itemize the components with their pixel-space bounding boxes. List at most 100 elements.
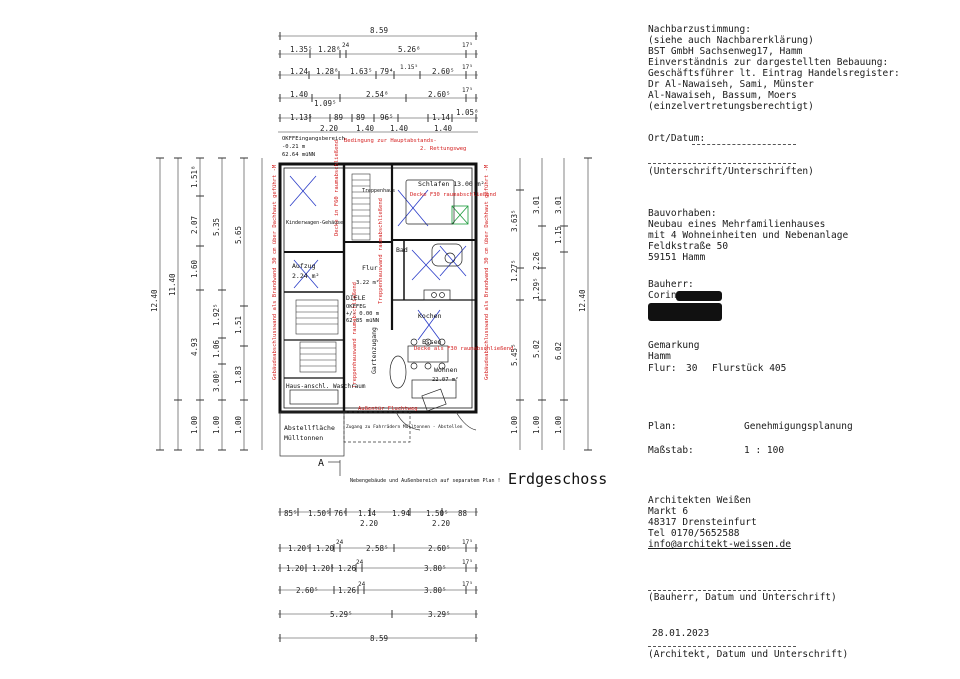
architect-block: Architekten Weißen Markt 6 48317 Drenste… <box>648 495 791 550</box>
svg-text:1.28⁸: 1.28⁸ <box>318 45 341 54</box>
svg-text:17⁵: 17⁵ <box>462 559 473 566</box>
room-schlafen: Schlafen 13.00 m² <box>418 180 485 188</box>
svg-text:Bedingung zur Hauptabstands-: Bedingung zur Hauptabstands- <box>344 138 437 144</box>
svg-text:62.85 müNN: 62.85 müNN <box>346 318 379 324</box>
svg-text:3.63⁵: 3.63⁵ <box>510 209 519 232</box>
plan-label: Plan: <box>648 421 677 432</box>
dimension-lines-right <box>516 157 592 451</box>
svg-text:79⁴: 79⁴ <box>380 67 394 76</box>
svg-text:1.20: 1.20 <box>286 564 305 573</box>
svg-text:24: 24 <box>342 42 350 49</box>
staircase <box>295 173 371 373</box>
svg-text:Außentür Fluchtweg: Außentür Fluchtweg <box>358 406 418 412</box>
svg-text:2. Rettungsweg: 2. Rettungsweg <box>420 146 466 152</box>
svg-text:1.00: 1.00 <box>212 415 221 434</box>
scale-value: 1 : 100 <box>744 445 785 456</box>
blue-markings <box>289 175 467 341</box>
svg-text:2.20: 2.20 <box>320 124 339 133</box>
outbuilding-note: Nebengebäude und Außenbereich auf separa… <box>350 478 501 484</box>
ort-datum-line <box>692 144 796 145</box>
signature-label-neighbour: (Unterschrift/Unterschriften) <box>648 166 814 177</box>
svg-text:22.07 m²: 22.07 m² <box>432 376 459 383</box>
svg-text:4.93: 4.93 <box>190 338 199 356</box>
red-annotations: Gebäudeabschlusswand als Brandwand 30 cm… <box>272 138 513 412</box>
svg-text:11.40: 11.40 <box>168 273 177 296</box>
flur-value: 30 <box>686 363 698 374</box>
svg-text:24: 24 <box>356 559 364 566</box>
floor-title: Erdgeschoss <box>508 470 607 488</box>
ort-datum-label: Ort/Datum: <box>648 133 706 144</box>
project-block: Bauvorhaben: Neubau eines Mehrfamilienha… <box>648 208 849 263</box>
svg-text:76⁸: 76⁸ <box>334 509 348 518</box>
okff-entry-label: OKFFEingangsbereich <box>282 136 345 142</box>
svg-text:17⁵: 17⁵ <box>462 539 473 546</box>
svg-text:85⁵: 85⁵ <box>284 509 298 518</box>
signature-line-neighbour <box>648 163 796 164</box>
architect-email: info@architekt-weissen.de <box>648 539 791 550</box>
svg-text:1.51⁸: 1.51⁸ <box>190 165 199 188</box>
signature-line-architect <box>648 646 796 647</box>
svg-text:Treppenhauswand raumabschließe: Treppenhauswand raumabschließend <box>352 282 358 388</box>
client-block: Bauherr: Corinna <box>648 279 694 301</box>
svg-text:1.27⁵: 1.27⁵ <box>510 259 519 282</box>
svg-text:1.26: 1.26 <box>338 564 357 573</box>
svg-text:1.60: 1.60 <box>190 259 199 278</box>
svg-text:5.65: 5.65 <box>234 226 243 244</box>
section-marker: A <box>318 458 324 469</box>
svg-text:17⁵: 17⁵ <box>462 64 473 71</box>
svg-text:1.14: 1.14 <box>432 113 451 122</box>
plan-value: Genehmigungsplanung <box>744 421 853 432</box>
room-treppenhaus: Treppenhaus <box>362 188 395 194</box>
svg-text:96⁵: 96⁵ <box>380 113 394 122</box>
room-muelltonnen: Mülltonnen <box>284 434 323 442</box>
svg-text:24: 24 <box>336 539 344 546</box>
redacted-name-2 <box>648 303 722 321</box>
room-abstellflaeche: Abstellfläche <box>284 424 335 432</box>
svg-text:Gebäudeabschlusswand als Brand: Gebäudeabschlusswand als Brandwand 30 cm… <box>484 164 490 380</box>
room-wohnen: Wohnen <box>434 366 458 374</box>
svg-text:1.09⁵: 1.09⁵ <box>314 99 337 108</box>
svg-text:5.29⁵: 5.29⁵ <box>330 610 353 619</box>
svg-text:17⁵: 17⁵ <box>462 581 473 588</box>
svg-text:2.20: 2.20 <box>432 519 451 528</box>
dimension-text-left: 12.40 11.40 1.51⁸ 2.07 1.60 4.93 1.00 5.… <box>150 165 243 434</box>
svg-text:89: 89 <box>334 113 343 122</box>
dimension-text-top: 8.59 1.35⁵ 1.28⁸ 24 5.26⁸ 17⁵ 1.24 1.28⁸… <box>290 26 479 133</box>
svg-text:Treppenhauswand raumabschließe: Treppenhauswand raumabschließend <box>378 198 384 304</box>
svg-text:1.40: 1.40 <box>434 124 453 133</box>
svg-text:1.15⁵: 1.15⁵ <box>400 64 418 71</box>
svg-text:6.02: 6.02 <box>554 342 563 360</box>
building-walls <box>278 162 478 414</box>
svg-text:1.50⁵: 1.50⁵ <box>308 509 331 518</box>
svg-text:8.59: 8.59 <box>370 634 388 643</box>
svg-text:1.26: 1.26 <box>338 586 357 595</box>
svg-text:5.26⁸: 5.26⁸ <box>398 45 421 54</box>
svg-text:1.92⁵: 1.92⁵ <box>212 303 221 326</box>
svg-text:1.29⁵: 1.29⁵ <box>532 277 541 300</box>
room-kochen: Kochen <box>418 312 442 320</box>
svg-text:3.80⁵: 3.80⁵ <box>424 564 447 573</box>
svg-text:62.64 müNN: 62.64 müNN <box>282 152 315 158</box>
svg-text:2.60⁵: 2.60⁵ <box>432 67 455 76</box>
svg-text:1.00: 1.00 <box>234 415 243 434</box>
dimension-lines-left <box>156 157 263 451</box>
dimension-lines-bottom <box>278 508 478 642</box>
svg-text:5.45⁵: 5.45⁵ <box>510 343 519 366</box>
svg-text:17⁵: 17⁵ <box>462 42 473 49</box>
svg-text:1.00: 1.00 <box>554 415 563 434</box>
room-gartenzugang: Gartenzugang <box>370 327 378 374</box>
room-flur: Flur <box>362 264 378 272</box>
svg-text:1.14: 1.14 <box>358 509 377 518</box>
svg-text:Decke F30 raumabschließend: Decke F30 raumabschließend <box>410 192 496 198</box>
svg-text:5.35: 5.35 <box>212 218 221 236</box>
svg-text:1.05⁸: 1.05⁸ <box>456 108 479 117</box>
dimension-text-right: 3.63⁵ 1.27⁵ 5.45⁵ 1.00 3.01 2.26 1.29⁵ 5… <box>510 196 587 434</box>
green-markings <box>451 205 469 225</box>
svg-text:1.20⁵: 1.20⁵ <box>288 544 311 553</box>
svg-text:1.13⁵: 1.13⁵ <box>290 113 313 122</box>
svg-text:5.02: 5.02 <box>532 340 541 358</box>
dimension-text-bottom: 85⁵ 1.50⁵ 76⁸ 1.14 1.94 1.50⁵ 88 2.20 2.… <box>284 509 473 643</box>
svg-text:1.40: 1.40 <box>290 90 309 99</box>
svg-text:1.00: 1.00 <box>532 415 541 434</box>
